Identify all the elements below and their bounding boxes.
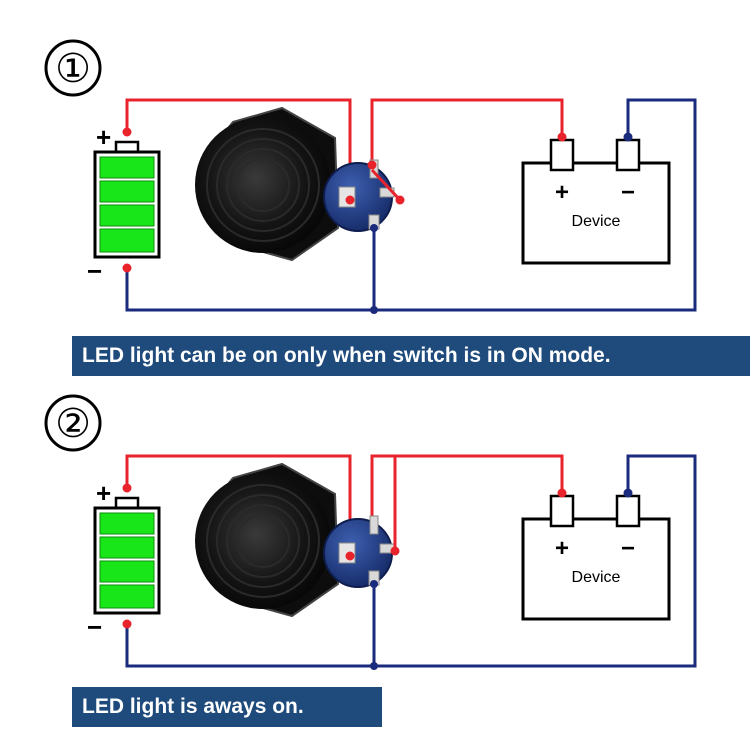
step-1-number: ① [55,47,91,91]
device-label: Device [572,213,621,230]
device-minus-label: − [621,535,635,562]
caption-1: LED light can be on only when switch is … [72,336,750,376]
battery-minus-label: − [87,256,102,286]
caption-2: LED light is aways on. [72,687,382,727]
step-2-badge [44,394,102,452]
device-label: Device [572,569,621,586]
diagram-2: ② + − Device + − [44,394,697,672]
battery-plus-label: + [96,122,111,152]
diagram-1: ① + − Device + − [44,39,697,316]
device-plus-label: + [555,179,569,206]
battery-plus-label: + [96,478,111,508]
device-plus-label: + [555,535,569,562]
step-1-badge [44,39,102,97]
battery-minus-label: − [87,612,102,642]
device-minus-label: − [621,179,635,206]
step-2-number: ② [55,402,91,446]
